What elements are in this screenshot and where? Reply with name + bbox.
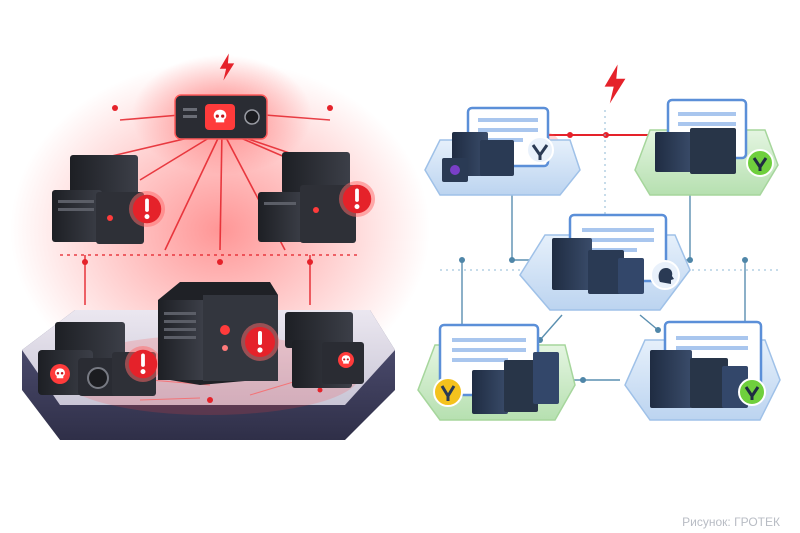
shield-icon [744,386,760,400]
warning-icon [338,180,376,218]
server-cluster-top-right [258,152,376,243]
warning-icon [241,323,279,361]
shield-icon [752,157,768,171]
link-nodes [82,105,333,265]
left-panel-failure [10,53,430,440]
node-top-left [424,106,581,196]
server-cluster-bottom-right [285,312,364,388]
right-panel-resilient [417,64,781,421]
lightning-bolt-icon [604,64,626,104]
warning-icon [128,190,166,228]
node-bottom-left [417,323,576,421]
head-profile-icon [658,268,674,284]
node-bottom-right [624,320,781,421]
shield-icon [440,385,456,401]
central-hub-device [174,94,268,140]
node-center [519,213,691,311]
server-cluster-bottom-left [38,322,162,396]
shield-icon [531,144,549,160]
image-credit: Рисунок: ГРОТЕК [682,515,780,529]
warning-icon [124,345,162,383]
server-main-failed [158,282,279,385]
server-cluster-top-left [52,155,166,244]
node-top-right [634,98,779,196]
